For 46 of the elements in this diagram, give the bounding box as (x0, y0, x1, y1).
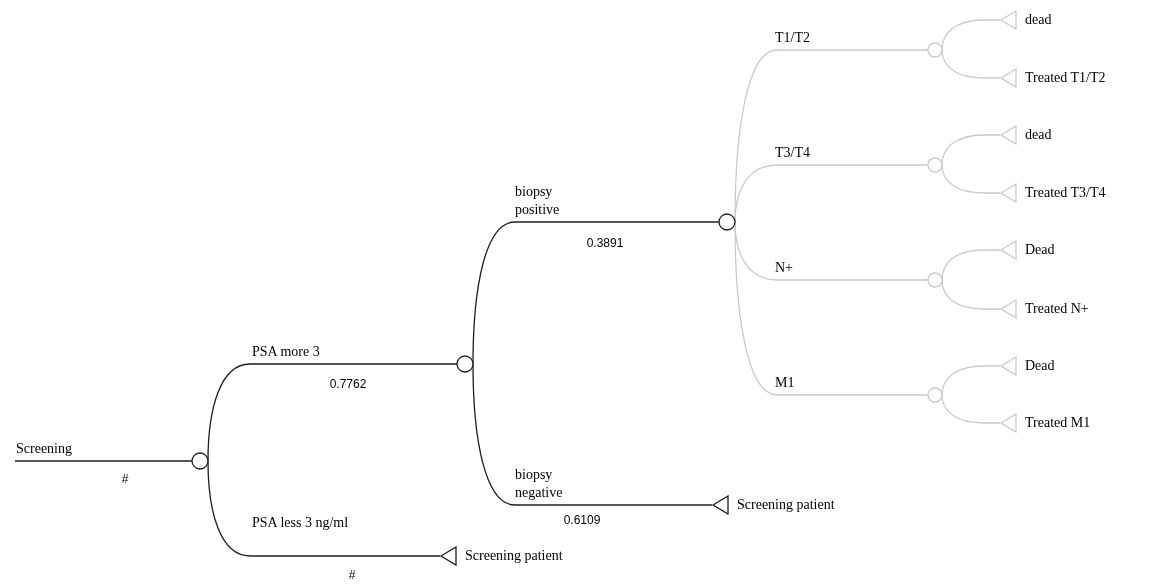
outcome-label: Screening patient (737, 498, 835, 512)
probability-label: 0.7762 (329, 378, 367, 390)
outcome-label: dead (1025, 13, 1052, 27)
outcome-label: dead (1025, 128, 1052, 142)
branch-label: PSA less 3 ng/ml (252, 514, 350, 532)
outcome-label: Treated T3/T4 (1025, 186, 1106, 200)
branch-line (941, 134, 1001, 166)
outcome-label: Treated N+ (1025, 302, 1089, 316)
branch-line (734, 164, 929, 223)
outcome-label: Treated T1/T2 (1025, 71, 1106, 85)
chance-node-circle (718, 213, 736, 231)
outcome-label: Dead (1025, 359, 1055, 373)
branch-label: N+ (775, 259, 794, 277)
branch-line (472, 221, 720, 365)
branch-line (941, 164, 1001, 194)
probability-label: 0.6109 (563, 514, 601, 526)
outcome-label: Treated M1 (1025, 416, 1091, 430)
chance-node-circle (927, 387, 943, 403)
branch-line (941, 279, 1001, 310)
chance-node-circle (927, 42, 943, 58)
probability-label: 0.3891 (586, 237, 624, 249)
outcome-label: Dead (1025, 243, 1055, 257)
branch-line (734, 221, 929, 396)
branch-line (14, 460, 193, 462)
branch-line (941, 365, 1001, 396)
chance-node-circle (191, 452, 209, 470)
branch-line (472, 363, 713, 506)
probability-label: # (121, 473, 129, 485)
branch-label: biopsy negative (515, 466, 564, 502)
branch-label: biopsy positive (515, 183, 561, 219)
branch-label: PSA more 3 (252, 343, 321, 361)
chance-node-circle (927, 157, 943, 173)
branch-line (941, 249, 1001, 281)
outcome-label: Screening patient (465, 549, 563, 563)
branch-line (207, 460, 441, 557)
branch-label: Screening (16, 440, 73, 458)
branch-line (941, 394, 1001, 424)
chance-node-circle (456, 355, 474, 373)
branch-label: T1/T2 (775, 29, 811, 47)
branch-label: T3/T4 (775, 144, 811, 162)
branch-line (941, 49, 1001, 79)
probability-label: # (348, 569, 356, 581)
chance-node-circle (927, 272, 943, 288)
branch-label: M1 (775, 374, 796, 392)
branch-line (941, 19, 1001, 51)
branch-line (207, 363, 458, 462)
